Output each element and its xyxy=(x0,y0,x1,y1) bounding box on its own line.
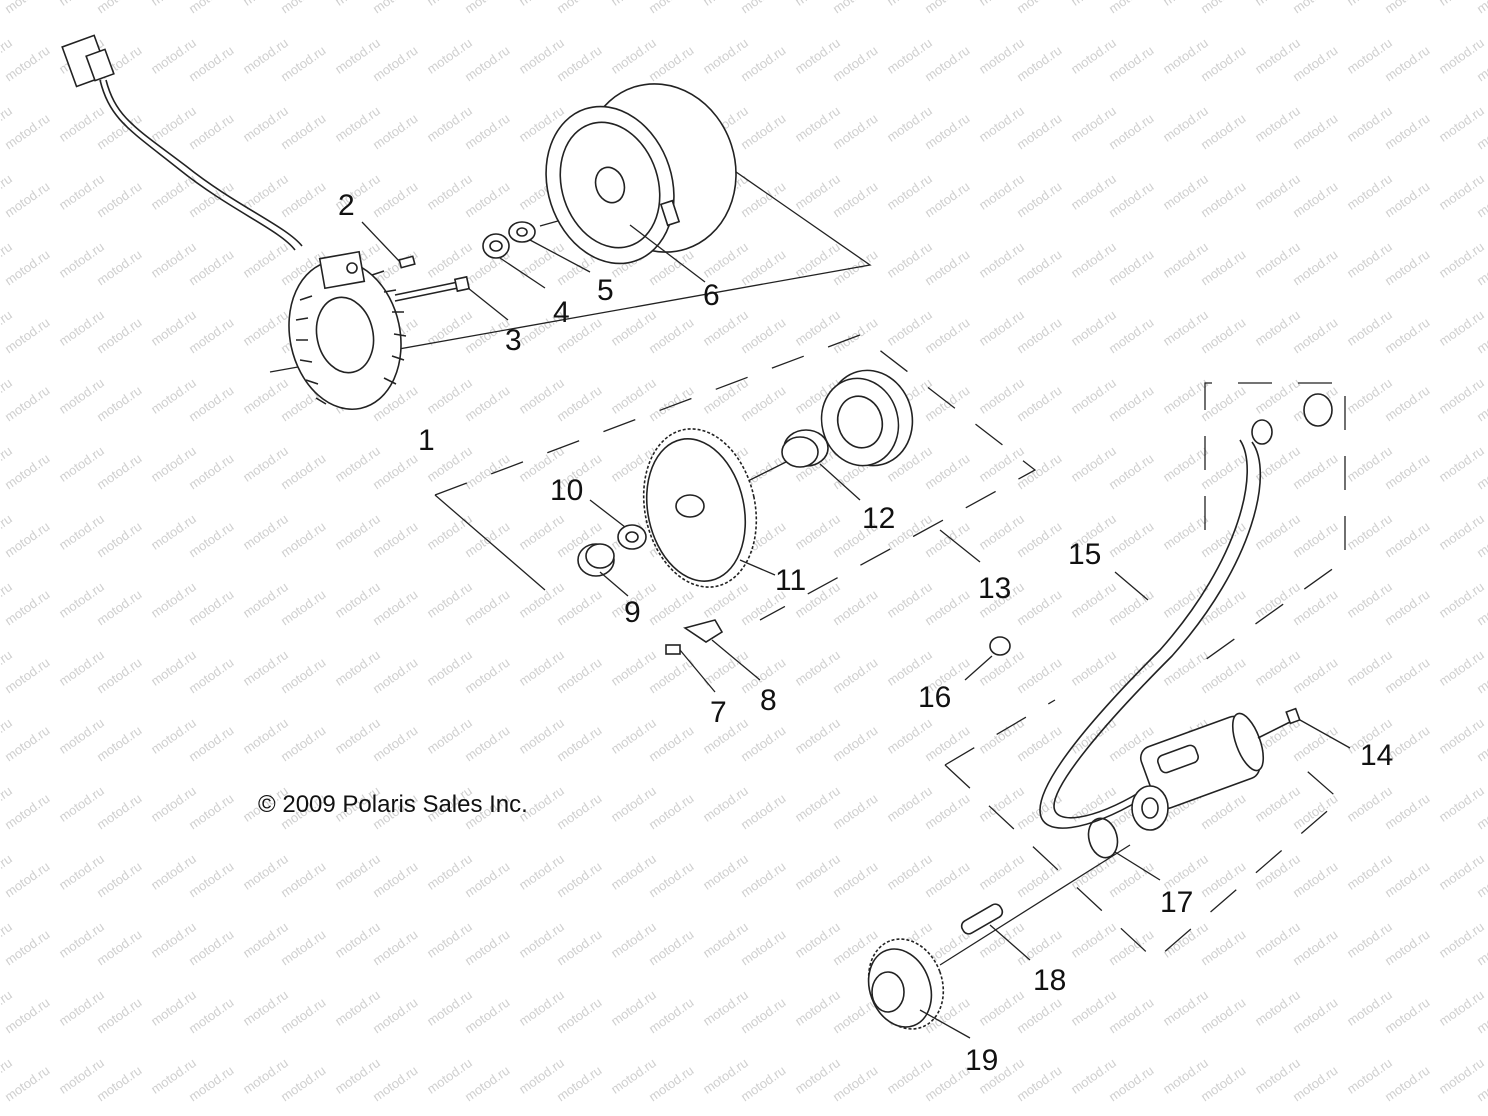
callout-14: 14 xyxy=(1360,739,1393,772)
flywheel-icon xyxy=(545,83,737,283)
callout-11: 11 xyxy=(775,564,806,597)
watermark-text: motod.ru xyxy=(1290,0,1341,16)
watermark-text: motod.ru xyxy=(922,0,973,16)
bolt-icon xyxy=(394,275,509,321)
watermark-text: motod.ru xyxy=(1198,0,1249,16)
washer-icon xyxy=(589,499,647,550)
watermark-text: motod.ru xyxy=(370,0,421,16)
watermark-text: motod.ru xyxy=(462,0,513,16)
watermark-text: motod.ru xyxy=(1106,0,1157,16)
watermark-text: motod.ru xyxy=(1014,0,1065,16)
copyright-notice: © 2009 Polaris Sales Inc. xyxy=(258,791,528,818)
flywheel-group-box xyxy=(269,139,872,373)
callout-6: 6 xyxy=(703,279,720,312)
callout-3: 3 xyxy=(505,324,522,357)
callout-5: 5 xyxy=(597,274,614,307)
starter-clutch-icon xyxy=(820,369,981,563)
starter-motor-group-box xyxy=(944,382,1346,961)
watermark-text: motod.ru xyxy=(2,0,53,16)
watermark-text: motod.ru xyxy=(554,0,605,16)
watermark-text: motod.ru xyxy=(1474,0,1488,16)
callout-12: 12 xyxy=(862,502,895,535)
callout-4: 4 xyxy=(553,296,570,329)
drive-gear-icon xyxy=(867,938,971,1039)
screw-icon xyxy=(665,644,716,693)
callout-2: 2 xyxy=(338,189,355,222)
callout-10: 10 xyxy=(550,474,583,507)
watermark-text: motod.ru xyxy=(738,0,789,16)
cable-icon xyxy=(1039,393,1333,829)
bearing-icon xyxy=(781,429,861,501)
starter-motor-icon xyxy=(1131,712,1265,831)
callout-1: 1 xyxy=(418,424,435,457)
callout-7: 7 xyxy=(710,696,727,729)
callout-8: 8 xyxy=(760,684,777,717)
o-ring-icon xyxy=(1087,817,1161,881)
washer-icon xyxy=(508,221,591,273)
callout-13: 13 xyxy=(978,572,1011,605)
callout-15: 15 xyxy=(1068,538,1101,571)
bolt-icon xyxy=(1257,707,1351,749)
starter-clutch-group-box xyxy=(434,334,1037,621)
callout-19: 19 xyxy=(965,1044,998,1077)
stator-icon xyxy=(61,34,407,411)
watermark-text: motod.ru xyxy=(186,0,237,16)
watermark-text: motod.ru xyxy=(278,0,329,16)
nut-icon xyxy=(964,636,1011,681)
watermark-text: motod.ru xyxy=(830,0,881,16)
watermark-text: motod.ru xyxy=(646,0,697,16)
screw-icon xyxy=(361,221,416,269)
nut-icon xyxy=(482,233,546,289)
callout-17: 17 xyxy=(1160,886,1193,919)
clip-icon xyxy=(683,619,761,681)
bushing-icon xyxy=(577,543,629,597)
watermark-text: motod.ru xyxy=(1382,0,1433,16)
callout-16: 16 xyxy=(918,681,951,714)
callout-9: 9 xyxy=(624,596,641,629)
watermark-text: motod.ru xyxy=(94,0,145,16)
callout-18: 18 xyxy=(1033,964,1066,997)
ring-gear-icon xyxy=(642,428,776,588)
shaft-icon xyxy=(960,903,1031,961)
